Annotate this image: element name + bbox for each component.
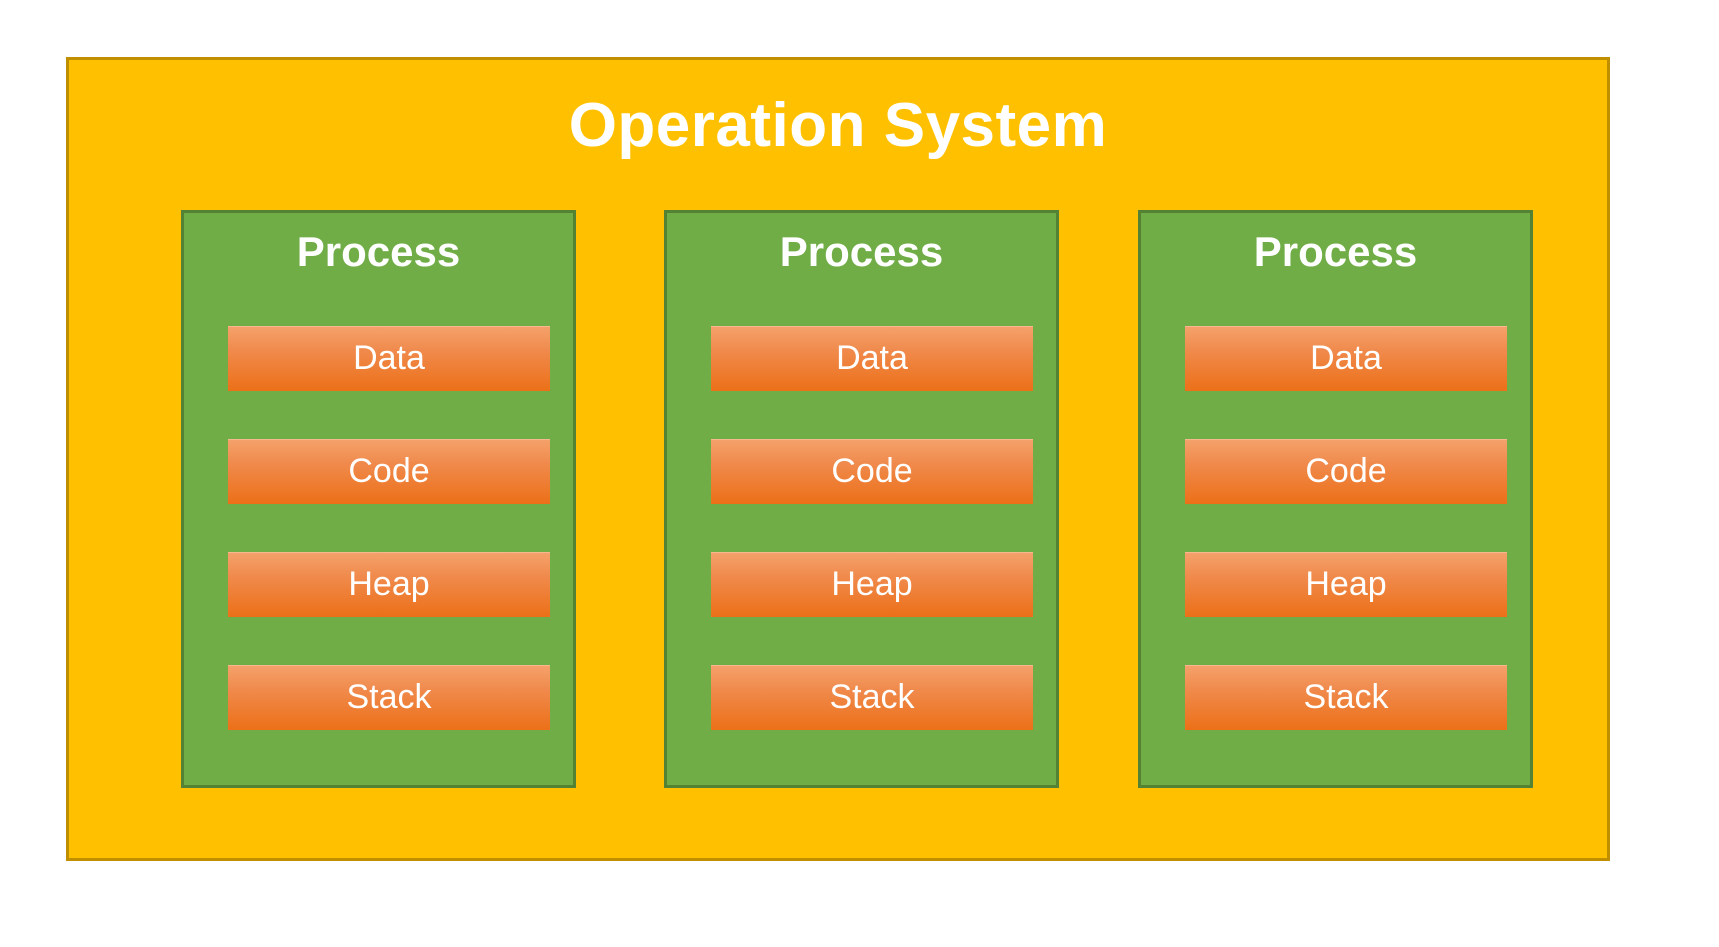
segment-data: Data xyxy=(711,326,1033,391)
segment-code: Code xyxy=(711,439,1033,504)
process-title: Process xyxy=(779,228,944,275)
segment-heap: Heap xyxy=(1185,552,1507,617)
segment-stack: Stack xyxy=(228,665,550,730)
segment-heap: Heap xyxy=(711,552,1033,617)
process-box: Process Data Code Heap Stack xyxy=(664,210,1059,788)
segment-stack: Stack xyxy=(1185,665,1507,730)
segment-stack: Stack xyxy=(711,665,1033,730)
segment-code: Code xyxy=(228,439,550,504)
os-title: Operation System xyxy=(568,91,1108,160)
process-title: Process xyxy=(296,228,461,275)
process-box: Process Data Code Heap Stack xyxy=(181,210,576,788)
segment-data: Data xyxy=(1185,326,1507,391)
process-box: Process Data Code Heap Stack xyxy=(1138,210,1533,788)
segment-data: Data xyxy=(228,326,550,391)
segment-code: Code xyxy=(1185,439,1507,504)
segment-heap: Heap xyxy=(228,552,550,617)
operating-system-box: Operation System Process Data Code Heap … xyxy=(66,57,1610,861)
process-title: Process xyxy=(1253,228,1418,275)
